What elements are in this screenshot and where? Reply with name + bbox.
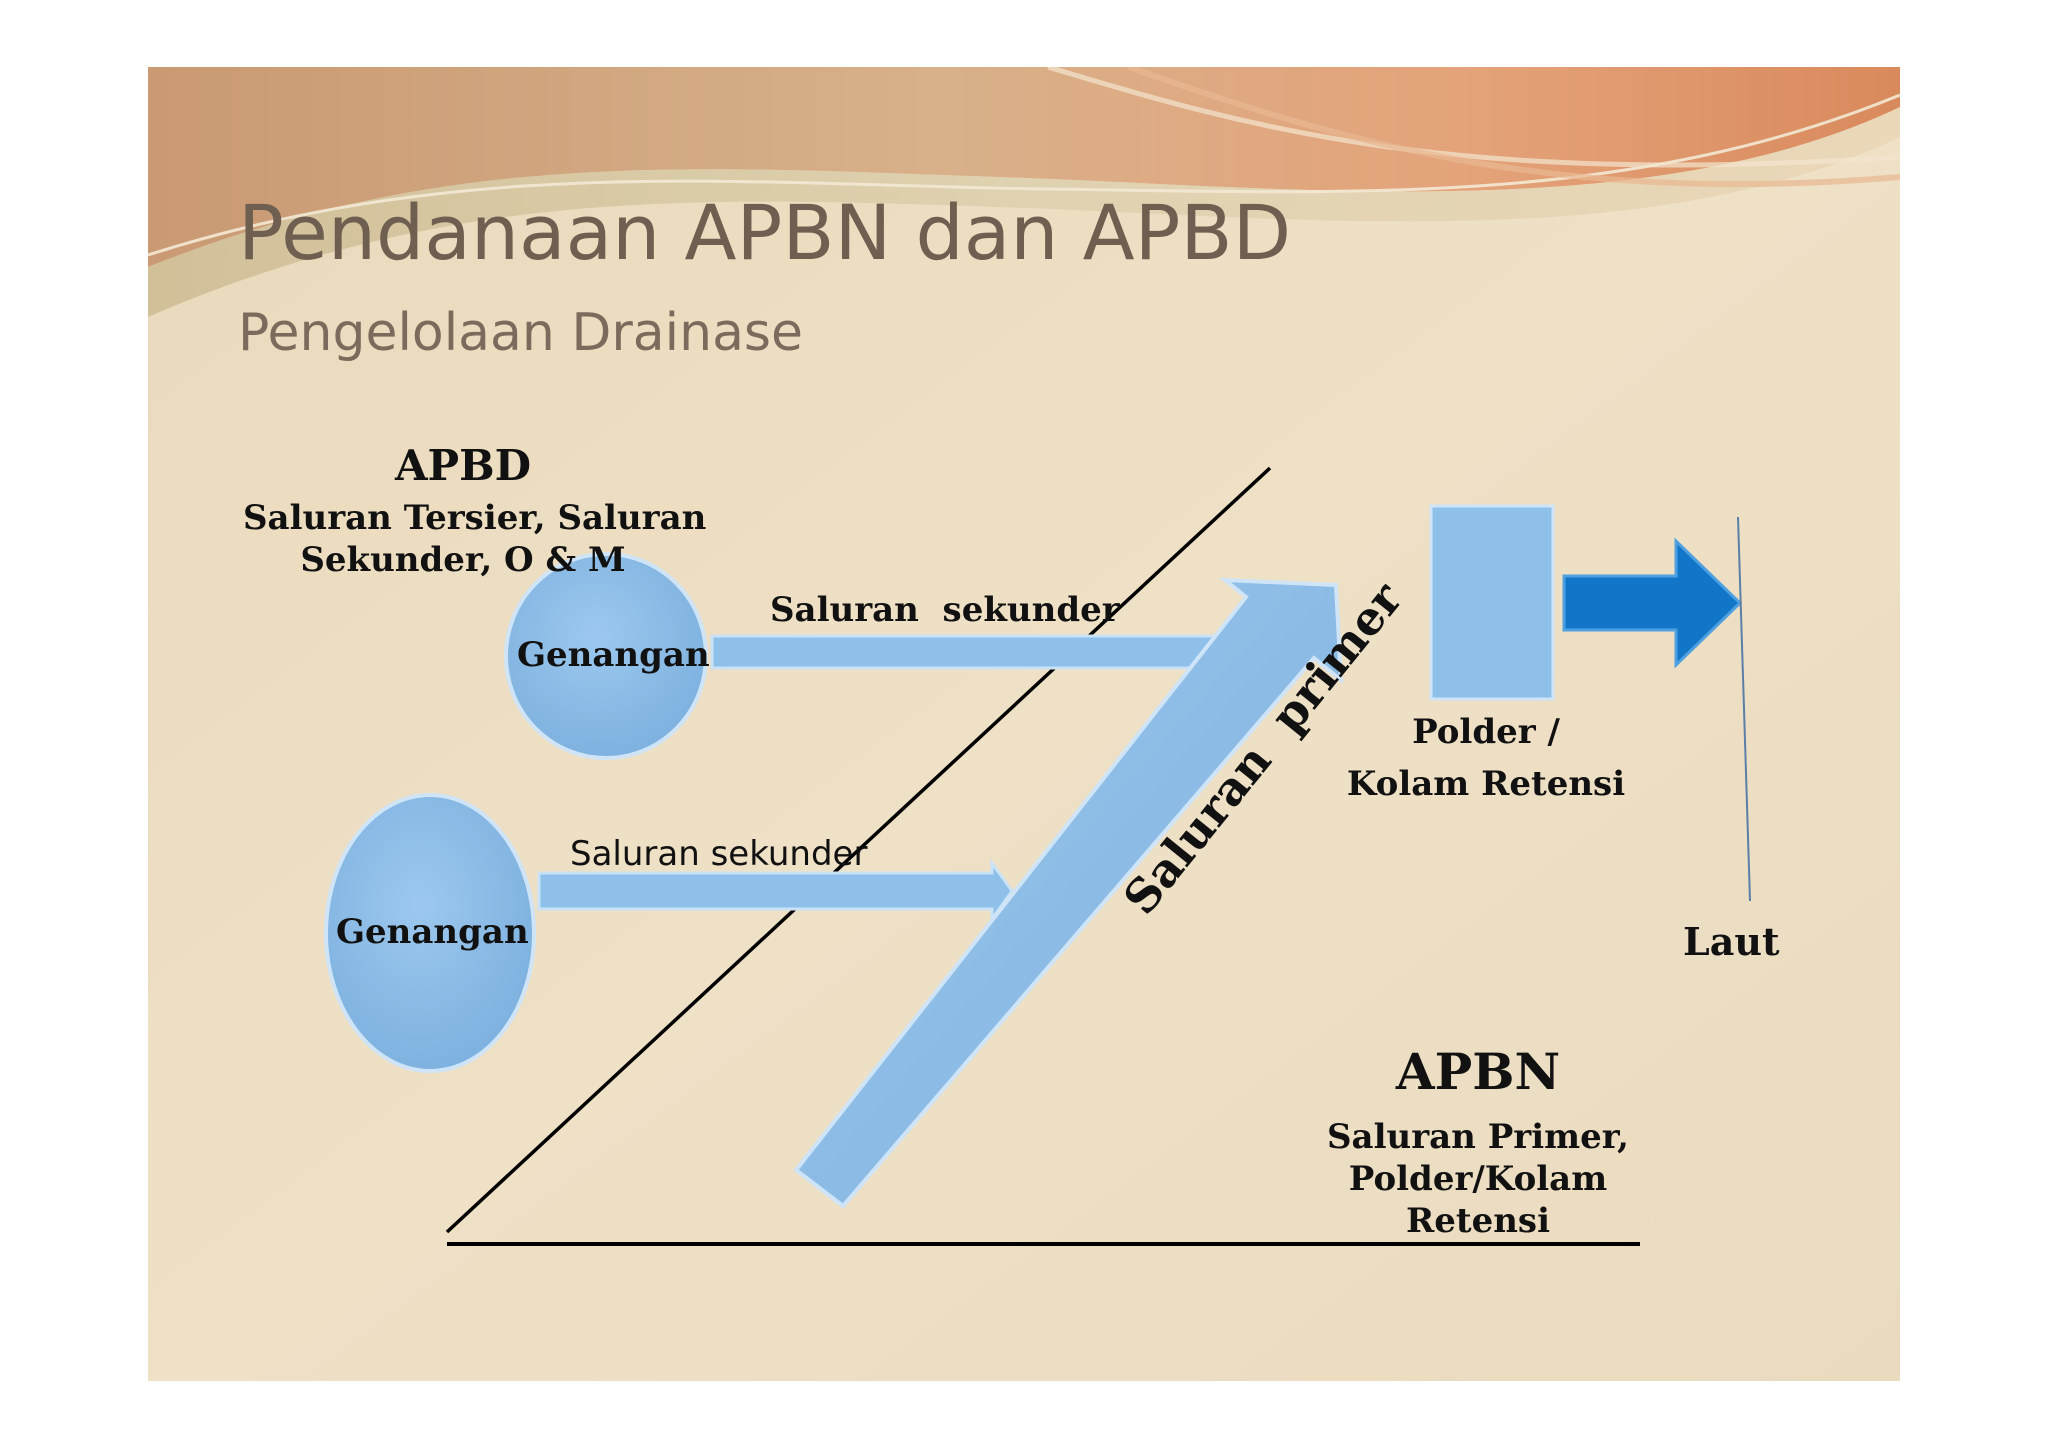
lower-pond xyxy=(324,793,536,1073)
apbn-heading: APBN xyxy=(1395,1042,1561,1101)
sea-label: Laut xyxy=(1683,919,1780,964)
channel-lower-label: Saluran sekunder xyxy=(570,834,868,874)
pond-upper-label: Genangan xyxy=(517,635,710,675)
apbd-line-1: Saluran Tersier, Saluran xyxy=(243,498,707,538)
apbn-line-2: Polder/Kolam xyxy=(1348,1159,1608,1199)
apbd-heading: APBD xyxy=(394,441,532,490)
polder-label-line-1: Polder / xyxy=(1412,712,1560,752)
slide-title: Pendanaan APBN dan APBD xyxy=(238,188,1292,277)
pond-lower-label: Genangan xyxy=(336,912,529,952)
apbn-line-3: Retensi xyxy=(1405,1201,1550,1241)
apbn-line-1: Saluran Primer, xyxy=(1327,1117,1629,1157)
upper-channel-arrow xyxy=(710,634,1235,670)
channel-upper-label: Saluran sekunder xyxy=(770,590,1120,630)
polder-box xyxy=(1429,504,1555,701)
apbd-line-2: Sekunder, O & M xyxy=(300,540,626,580)
polder-label-line-2: Kolam Retensi xyxy=(1346,764,1626,804)
drainage-diagram xyxy=(324,466,1751,1246)
slide-subtitle: Pengelolaan Drainase xyxy=(238,303,804,363)
funding-divider-line xyxy=(445,466,1272,1234)
slide-background xyxy=(148,67,1900,1381)
primary-channel-arrow xyxy=(793,577,1344,1209)
slide: Pendanaan APBN dan APBD Pengelolaan Drai… xyxy=(148,67,1900,1381)
outflow-arrow xyxy=(1562,537,1743,669)
sea-line xyxy=(1737,516,1751,902)
upper-pond xyxy=(504,552,708,760)
